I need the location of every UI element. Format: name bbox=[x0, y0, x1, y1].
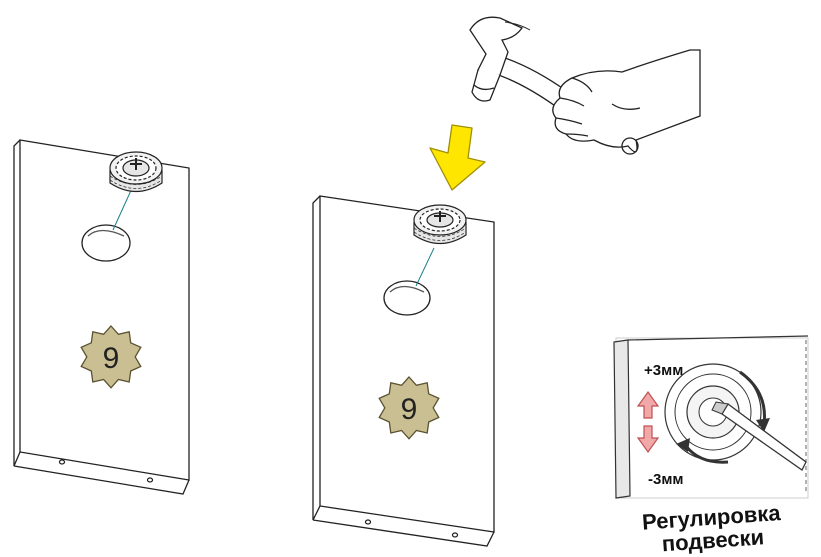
part-number-label: 9 bbox=[401, 393, 418, 426]
hammer-icon bbox=[469, 16, 569, 109]
badge-shape bbox=[80, 325, 142, 389]
badge-shape bbox=[378, 376, 440, 440]
adjustment-inset bbox=[613, 335, 809, 499]
screwdriver-icon bbox=[711, 401, 807, 471]
hand-icon bbox=[552, 49, 701, 155]
up-arrow-icon bbox=[636, 390, 660, 419]
down-adjust-arrow-icon bbox=[636, 425, 660, 454]
part-number-label: 9 bbox=[103, 342, 120, 375]
hinge-fitting-right bbox=[413, 204, 467, 245]
down-arrow-icon bbox=[429, 124, 486, 191]
plus-3mm-label: +3мм bbox=[644, 362, 683, 379]
panel-right bbox=[312, 195, 495, 547]
hinge-fitting-left bbox=[109, 151, 163, 193]
minus-3mm-label: -3мм bbox=[648, 471, 684, 488]
panel-left bbox=[13, 139, 190, 495]
part-number-badge: 9 bbox=[378, 376, 440, 440]
part-number-badge: 9 bbox=[80, 325, 142, 389]
